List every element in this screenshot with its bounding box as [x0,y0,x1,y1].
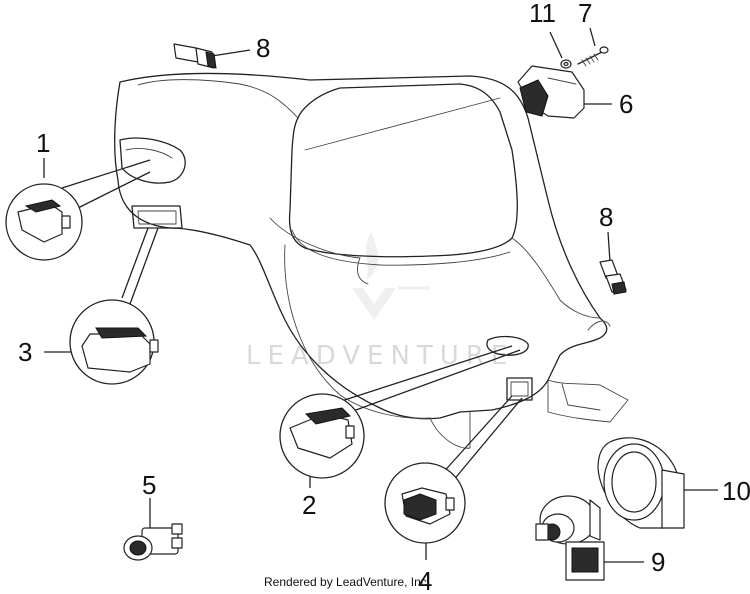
part-11-washer [560,59,572,69]
callout-7: 7 [578,0,592,28]
detail-circle-switch-4 [384,462,466,544]
callout-10: 10 [722,476,750,506]
part-9-lock [535,495,605,581]
detail-circle-switch-2 [279,393,365,479]
callout-1: 1 [36,128,50,158]
callout-5: 5 [142,470,156,500]
callout-2: 2 [302,490,316,520]
callout-3: 3 [18,337,32,367]
callout-9: 9 [651,547,665,577]
part-6-clamp [517,65,585,119]
watermark-logo [352,232,430,320]
watermark-text: LEADVENTURE [246,341,514,371]
callout-4: 4 [418,566,432,594]
leader-lines [43,27,718,563]
part-10-ring [597,437,685,529]
part-5-socket [123,523,183,561]
callout-8-top: 8 [256,33,270,63]
detail-circle-switch-3 [69,299,159,385]
part-8-bulb-top [173,43,217,69]
callout-labels: 1 2 3 4 5 6 7 8 8 9 10 11 [18,0,750,594]
callout-8-right: 8 [599,202,613,232]
footer-credit: Rendered by LeadVenture, Inc. [264,575,430,589]
detail-circle-switch-1 [5,183,83,261]
part-8-bulb-right [599,259,627,295]
callout-6: 6 [619,89,633,119]
callout-11: 11 [529,0,556,28]
body-panel [114,72,629,449]
part-7-screw [577,46,609,67]
